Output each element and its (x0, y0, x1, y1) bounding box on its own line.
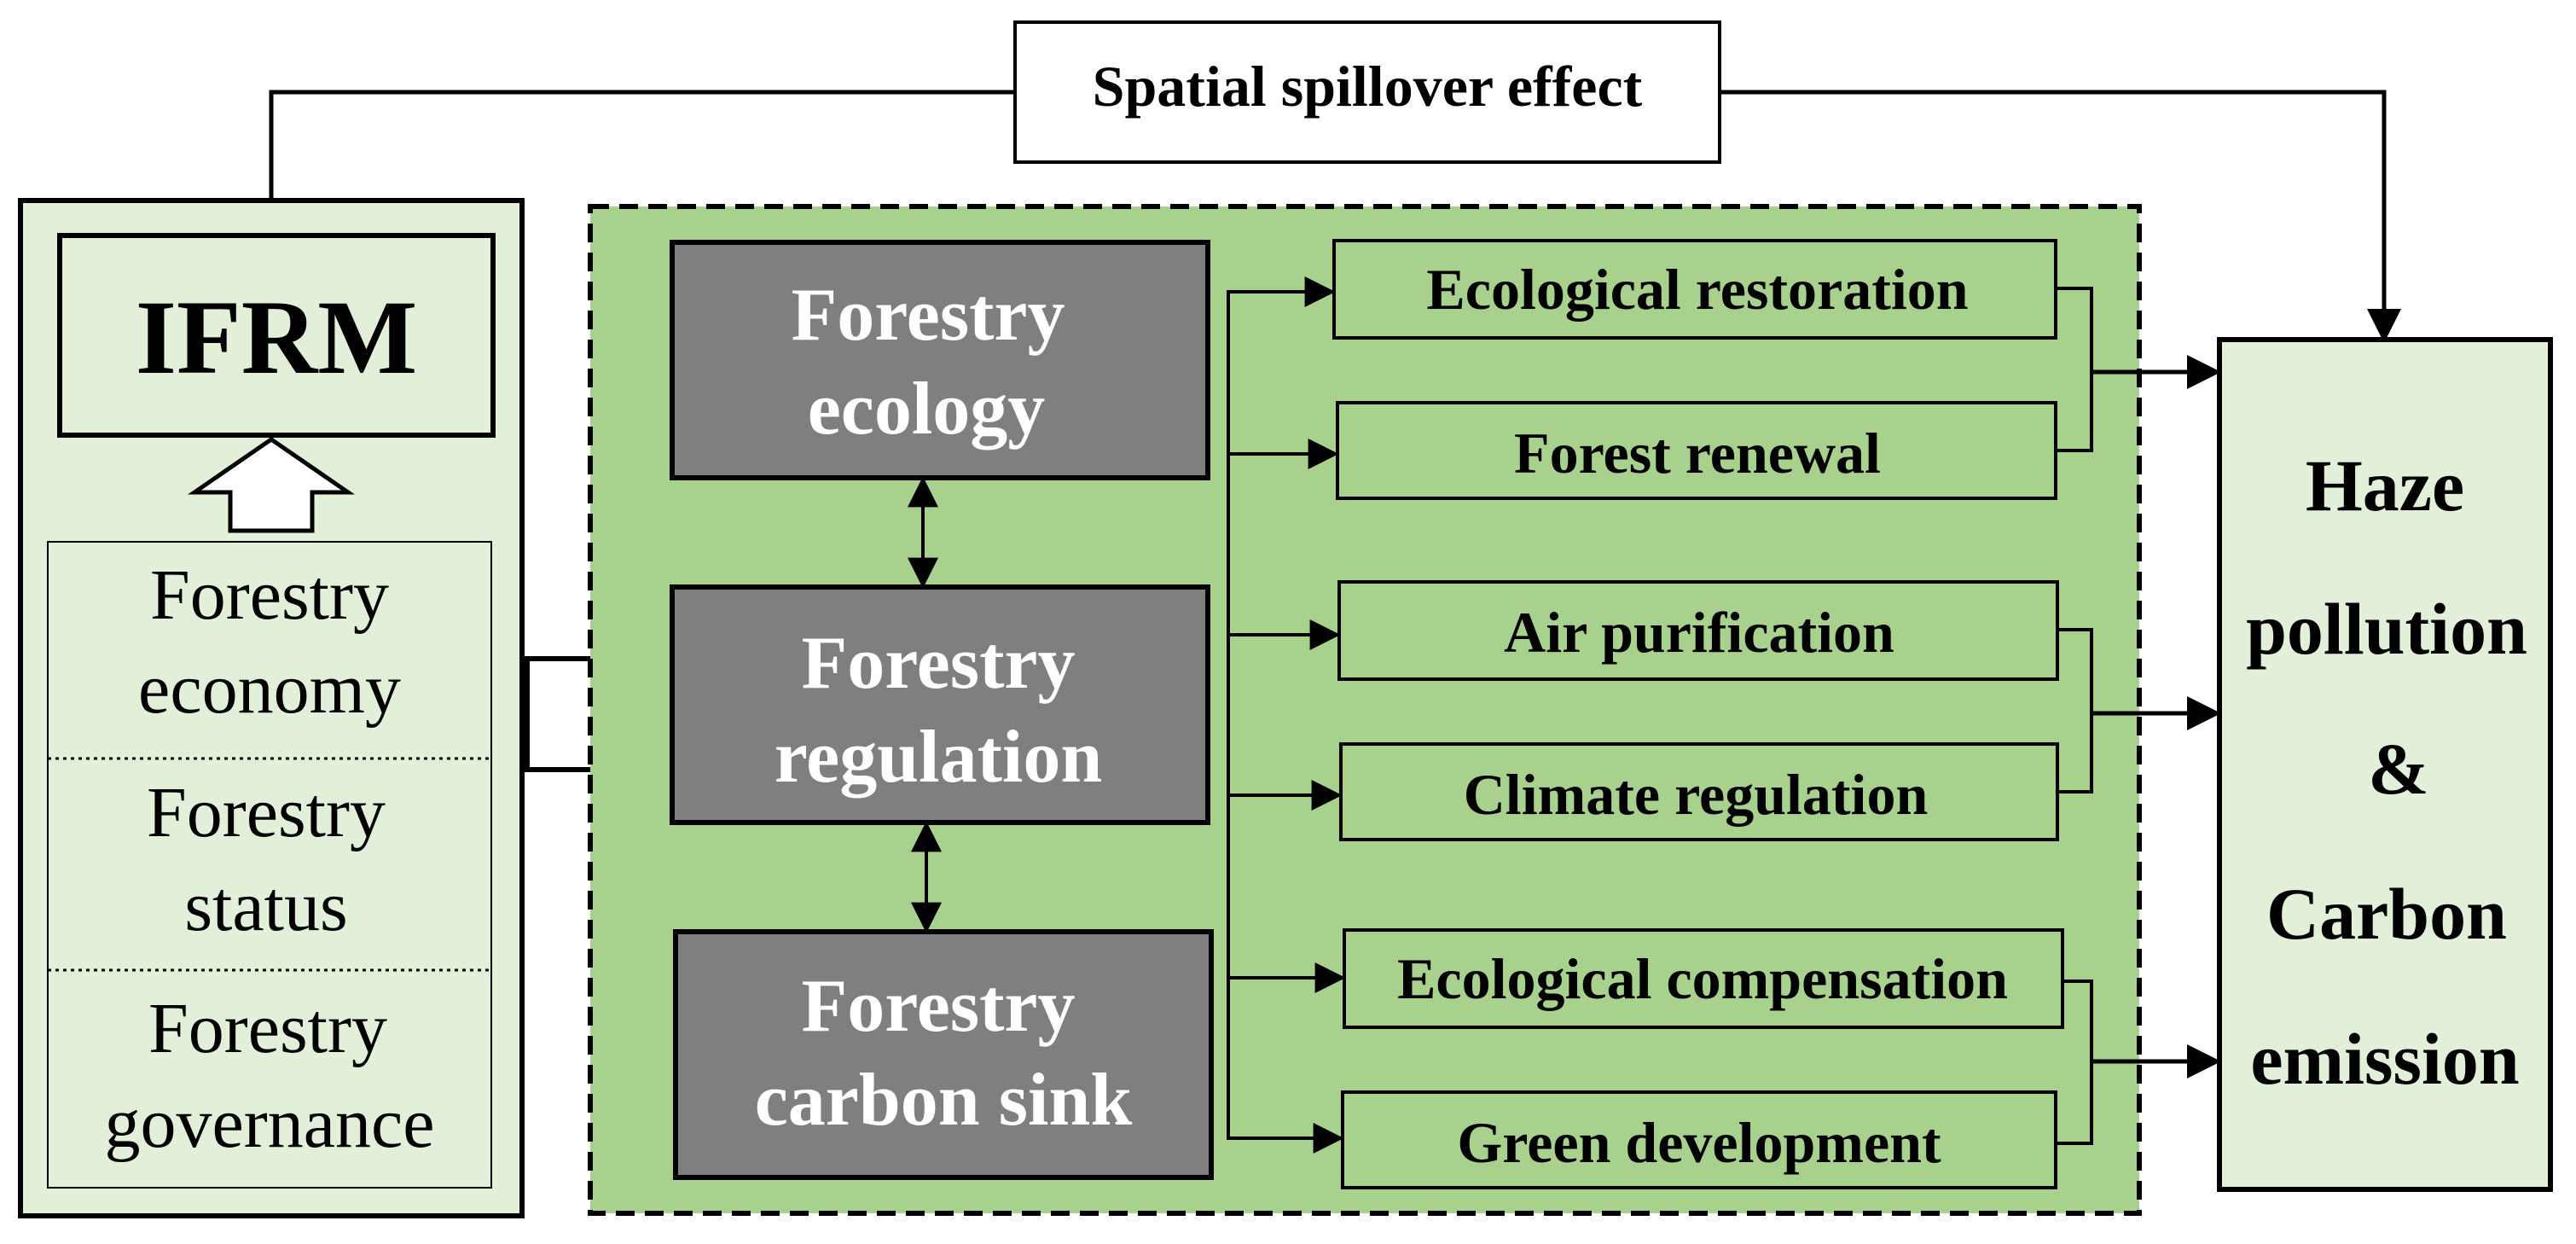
pathway-climate-regulation: Climate regulation (1339, 742, 2059, 841)
hollow-up-arrow-icon (187, 436, 356, 533)
pathway-forest-renewal: Forest renewal (1336, 401, 2057, 500)
pathway-green-development: Green development (1341, 1090, 2057, 1189)
dimension-line1: Forestry (147, 773, 386, 852)
pathway-label: Forest renewal (1514, 421, 1881, 485)
box-line2: regulation (775, 716, 1103, 799)
pathway-connectors (1227, 276, 1346, 1154)
box-line2: ecology (808, 368, 1046, 451)
pathway-label: Green development (1457, 1110, 1941, 1175)
dimension-line2: governance (104, 1084, 434, 1163)
pathway-ecological-compensation: Ecological compensation (1343, 928, 2064, 1029)
spillover-box: Spatial spillover effect (1013, 20, 1721, 164)
dimension-line1: Forestry (148, 989, 387, 1068)
dimension-line2: economy (138, 649, 401, 729)
dimension-item-status: Forestry status (147, 773, 386, 946)
pathway-label: Ecological compensation (1397, 946, 2008, 1011)
box-line1: Forestry (802, 965, 1076, 1048)
outcome-line: pollution (2246, 588, 2527, 670)
outcome-line: Carbon (2266, 873, 2507, 955)
outcome-line: & (2368, 728, 2429, 810)
box-line1: Forestry (802, 622, 1076, 705)
dimension-line2: status (184, 867, 347, 946)
pathway-air-purification: Air purification (1337, 580, 2059, 681)
dimension-item-governance: Forestry governance (104, 989, 434, 1163)
outcome-connectors (2092, 355, 2221, 1078)
forestry-regulation-box: Forestry regulation (670, 584, 1210, 825)
outcome-line: emission (2250, 1018, 2519, 1100)
forestry-ecology-box: Forestry ecology (670, 240, 1210, 480)
forestry-carbon-sink-box: Forestry carbon sink (673, 929, 1214, 1180)
dimension-list: Forestry economy Forestry status Forestr… (47, 541, 492, 1189)
spillover-label: Spatial spillover effect (1093, 54, 1643, 119)
pathway-ecological-restoration: Ecological restoration (1332, 239, 2057, 340)
dimension-line1: Forestry (150, 555, 389, 635)
outcome-box: Haze pollution & Carbon emission (2217, 337, 2553, 1192)
box-line1: Forestry (792, 274, 1065, 357)
box-line2: carbon sink (755, 1059, 1133, 1142)
dimension-item-economy: Forestry economy (138, 555, 401, 729)
spillover-connector (269, 90, 2401, 343)
ifrm-box: IFRM (57, 233, 496, 438)
outcome-line: Haze (2306, 445, 2464, 526)
ifrm-title: IFRM (136, 279, 418, 396)
pathway-label: Air purification (1504, 600, 1894, 665)
pathway-label: Climate regulation (1464, 762, 1929, 827)
pathway-label: Ecological restoration (1426, 257, 1968, 322)
left-panel: IFRM Forestry economy Forestry status Fo… (18, 198, 525, 1218)
mechanism-area: Forestry ecology Forestry regulation For… (588, 204, 2142, 1216)
